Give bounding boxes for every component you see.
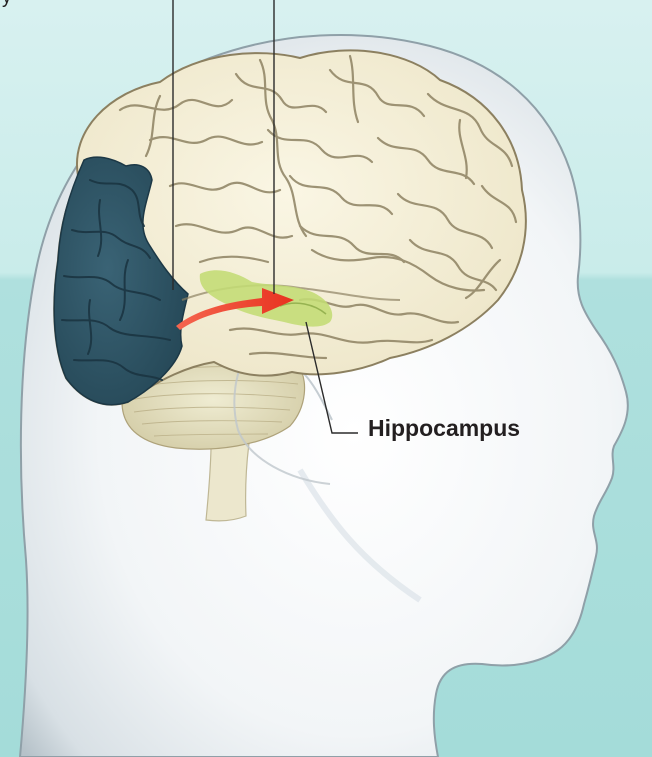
hippocampus-label: Hippocampus [368, 417, 520, 440]
top-label-fragment: y [2, 0, 12, 7]
